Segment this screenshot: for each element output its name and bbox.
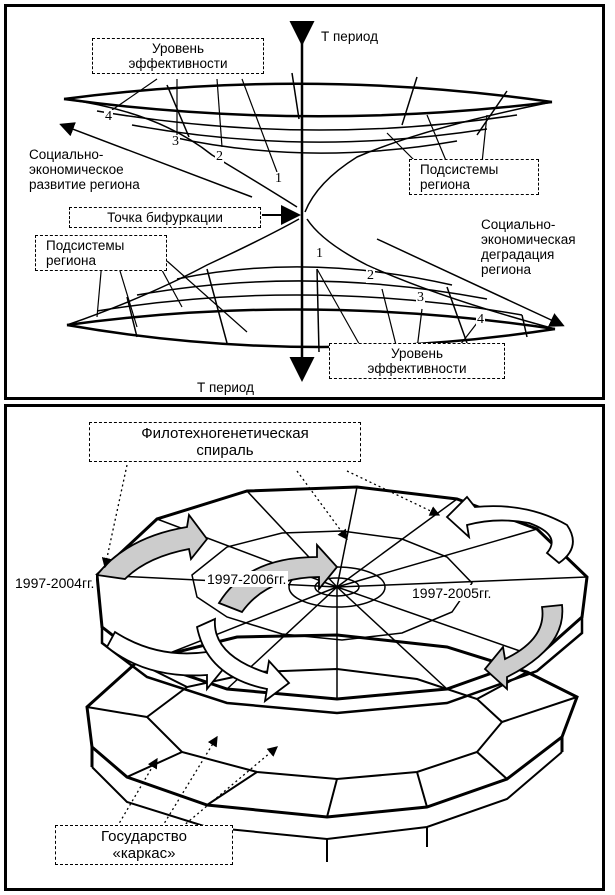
- degradation-arrow: [376, 238, 565, 327]
- efficiency-bottom-line-2: эффективности: [367, 361, 467, 376]
- development-label: Социально- экономическое развитие регион…: [29, 147, 140, 192]
- bifurcation-panel: Т период Т период Уровень эффективности …: [4, 4, 605, 400]
- leader-lines: [96, 78, 488, 350]
- efficiency-line-1: Уровень: [151, 41, 204, 56]
- time-axis-label-bottom: Т период: [197, 380, 254, 395]
- level-4-top: 4: [104, 109, 113, 124]
- year-label-2005: 1997-2005гг.: [410, 585, 494, 601]
- spiral-title-line-2: спираль: [196, 442, 254, 459]
- spiral-title-line-1: Филотехногенетическая: [141, 425, 309, 442]
- state-frame-box: Государство «каркас»: [55, 825, 233, 865]
- state-line-2: «каркас»: [112, 845, 176, 862]
- subsystems-right-line-1: Подсистемы: [420, 162, 499, 177]
- subsystems-left-line-1: Подсистемы: [46, 238, 125, 253]
- subsystems-right-line-2: региона: [420, 177, 470, 192]
- bifurcation-diagram: [59, 21, 565, 382]
- level-1-top: 1: [274, 171, 283, 186]
- dotted-leaders: [101, 464, 441, 828]
- level-3-top: 3: [171, 134, 180, 149]
- level-4-bottom: 4: [476, 312, 485, 327]
- level-3-bottom: 3: [416, 290, 425, 305]
- level-1-bottom: 1: [315, 246, 324, 261]
- subsystems-left-line-2: региона: [46, 253, 96, 268]
- degradation-line-3: деградация: [481, 247, 555, 262]
- bifurcation-point-box: Точка бифуркации: [69, 207, 261, 228]
- upper-funnel: [63, 72, 553, 213]
- development-line-1: Социально-: [29, 147, 104, 162]
- level-2-bottom: 2: [366, 268, 375, 283]
- subsystems-box-left: Подсистемы региона: [35, 235, 167, 271]
- development-line-3: развитие региона: [29, 177, 140, 192]
- year-label-2006: 1997-2006гг.: [205, 571, 289, 587]
- spiral-diagram: [85, 464, 589, 862]
- subsystems-box-right: Подсистемы региона: [409, 159, 539, 195]
- degradation-line-4: региона: [481, 262, 531, 277]
- degradation-line-1: Социально-: [481, 217, 556, 232]
- year-label-2004: 1997-2004гг.: [13, 575, 97, 591]
- spiral-panel: Филотехногенетическая спираль 1997-2004г…: [4, 404, 605, 891]
- efficiency-level-box-bottom: Уровень эффективности: [329, 343, 505, 379]
- time-axis-label-top: Т период: [321, 29, 378, 44]
- efficiency-bottom-line-1: Уровень: [390, 346, 443, 361]
- efficiency-level-box-top: Уровень эффективности: [92, 38, 264, 74]
- level-2-top: 2: [215, 149, 224, 164]
- spiral-title-box: Филотехногенетическая спираль: [89, 422, 361, 462]
- degradation-label: Социально- экономическая деградация реги…: [481, 217, 576, 277]
- development-line-2: экономическое: [29, 162, 124, 177]
- lower-funnel: [66, 218, 556, 353]
- degradation-line-2: экономическая: [481, 232, 576, 247]
- spiral-arrows: [95, 495, 574, 704]
- development-arrow: [59, 122, 253, 198]
- efficiency-line-2: эффективности: [128, 56, 228, 71]
- state-line-1: Государство: [101, 828, 187, 845]
